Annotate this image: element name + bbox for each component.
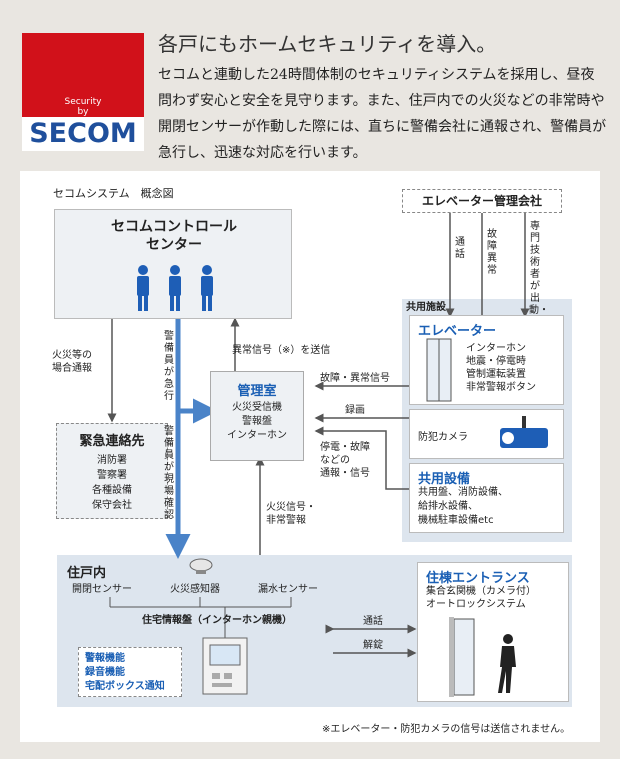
intercom-panel-icon [202,637,248,695]
label-fire-alarm: 火災信号・ 非常警報 [266,502,316,526]
panel-functions-box: 警報機能 録音機能 宅配ボックス通知 [78,647,182,697]
entrance-title: 住棟エントランス [426,571,530,586]
elevator-item: 地震・停電時 [466,356,526,367]
kanri-item: インターホン [227,430,287,441]
entrance-door-person-icon [449,617,516,697]
kyoyo-shisetsu-label: 共用施設 [406,302,446,313]
kyoyo-setsubi-title: 共用設備 [418,472,471,487]
guard-figures-icon [137,265,213,311]
label-guard-rush: 警備員が急行 [164,331,174,402]
sensor-fire: 火災感知器 [170,584,220,595]
label-talk: 通話 [363,616,383,627]
elevator-items: インターホン 地震・停電時 管制運転装置 非常警報ボタン [466,342,536,394]
label-guard-confirm: 警備員が現場確認 [164,426,174,521]
kyoyo-setsubi-box: 共用設備 共用盤、消防設備、 給排水設備、 機械駐車設備etc [409,463,564,533]
juko-title: 住戸内 [67,566,107,581]
label-recording: 録画 [345,405,365,416]
sensor-water-leak: 漏水センサー [258,584,318,595]
panel-function: 録音機能 [85,667,125,678]
logo-brand: SECOM [22,117,144,151]
label-unlock: 解錠 [363,640,383,651]
headline: 各戸にもホームセキュリティを導入。 [158,32,497,56]
kyoyo-setsubi-item: 機械駐車設備etc [418,515,494,526]
emergency-item: 各種設備 [92,485,132,496]
kanri-item: 警報盤 [242,416,272,427]
elevator-company-label: エレベーター管理会社 [421,194,542,208]
entrance-items: 集合玄関機（カメラ付） オートロックシステム [426,585,536,611]
control-center-label: セコムコントロール センター [111,219,237,253]
label-power-fault: 停電・故障 などの 通報・信号 [320,442,370,479]
kyoyo-setsubi-item: 給排水設備、 [418,501,478,512]
label-call-vertical: 通話 [455,237,465,260]
elevator-company-box: エレベーター管理会社 [402,189,562,213]
emergency-item: 警察署 [97,470,127,481]
kanri-box: 管理室 火災受信機 警報盤 インターホン [210,371,304,461]
elevator-box: エレベーター インターホン 地震・停電時 管制運転装置 非常警報ボタン [409,315,564,405]
emergency-items: 消防署 警察署 各種設備 保守会社 [57,453,167,513]
camera-label: 防犯カメラ [418,432,468,443]
diagram-panel: セコムシステム 概念図 セコムコントロール センター エレベーター管理会社 通話… [20,171,600,742]
emergency-contacts-box: 緊急連絡先 消防署 警察署 各種設備 保守会社 [56,423,168,519]
elevator-item: インターホン [466,343,526,354]
label-fault-signal: 故障・異常信号 [320,373,390,384]
kyoyo-setsubi-items: 共用盤、消防設備、 給排水設備、 機械駐車設備etc [418,486,508,528]
panel-name: 住宅情報盤（インターホン親機） [142,615,292,626]
emergency-item: 保守会社 [92,500,132,511]
fire-detector-icon [189,558,213,574]
kyoyo-setsubi-item: 共用盤、消防設備、 [418,487,508,498]
camera-box: 防犯カメラ [409,409,564,459]
security-camera-icon [500,416,548,448]
kanri-title: 管理室 [237,384,277,399]
panel-function: 警報機能 [85,653,125,664]
diagram-title: セコムシステム 概念図 [53,187,174,200]
label-abnormal-send: 異常信号（※）を送信 [232,345,331,356]
elevator-item: 非常警報ボタン [466,382,536,393]
elevator-title: エレベーター [418,324,497,339]
entrance-box: 住棟エントランス 集合玄関機（カメラ付） オートロックシステム [417,562,569,702]
emergency-item: 消防署 [97,455,127,466]
panel-functions: 警報機能 録音機能 宅配ボックス通知 [85,652,165,694]
elevator-door-icon [426,338,452,402]
kanri-items: 火災受信機 警報盤 インターホン [211,401,303,443]
sensor-open-close: 開閉センサー [72,584,132,595]
entrance-item: オートロックシステム [426,599,526,610]
elevator-item: 管制運転装置 [466,369,526,380]
label-fire-report: 火災等の 場合通報 [52,350,92,374]
control-center-box: セコムコントロール センター [54,209,292,319]
kanri-item: 火災受信機 [232,402,282,413]
lead-text: セコムと連動した24時間体制のセキュリティシステムを採用し、昼夜問わず安心と安全… [158,67,607,161]
entrance-item: 集合玄関機（カメラ付） [426,586,536,597]
panel-function: 宅配ボックス通知 [85,681,165,692]
footnote: ※エレベーター・防犯カメラの信号は送信されません。 [322,724,571,735]
emergency-title: 緊急連絡先 [79,434,145,449]
label-fault-vertical: 故障異常 [487,229,497,276]
